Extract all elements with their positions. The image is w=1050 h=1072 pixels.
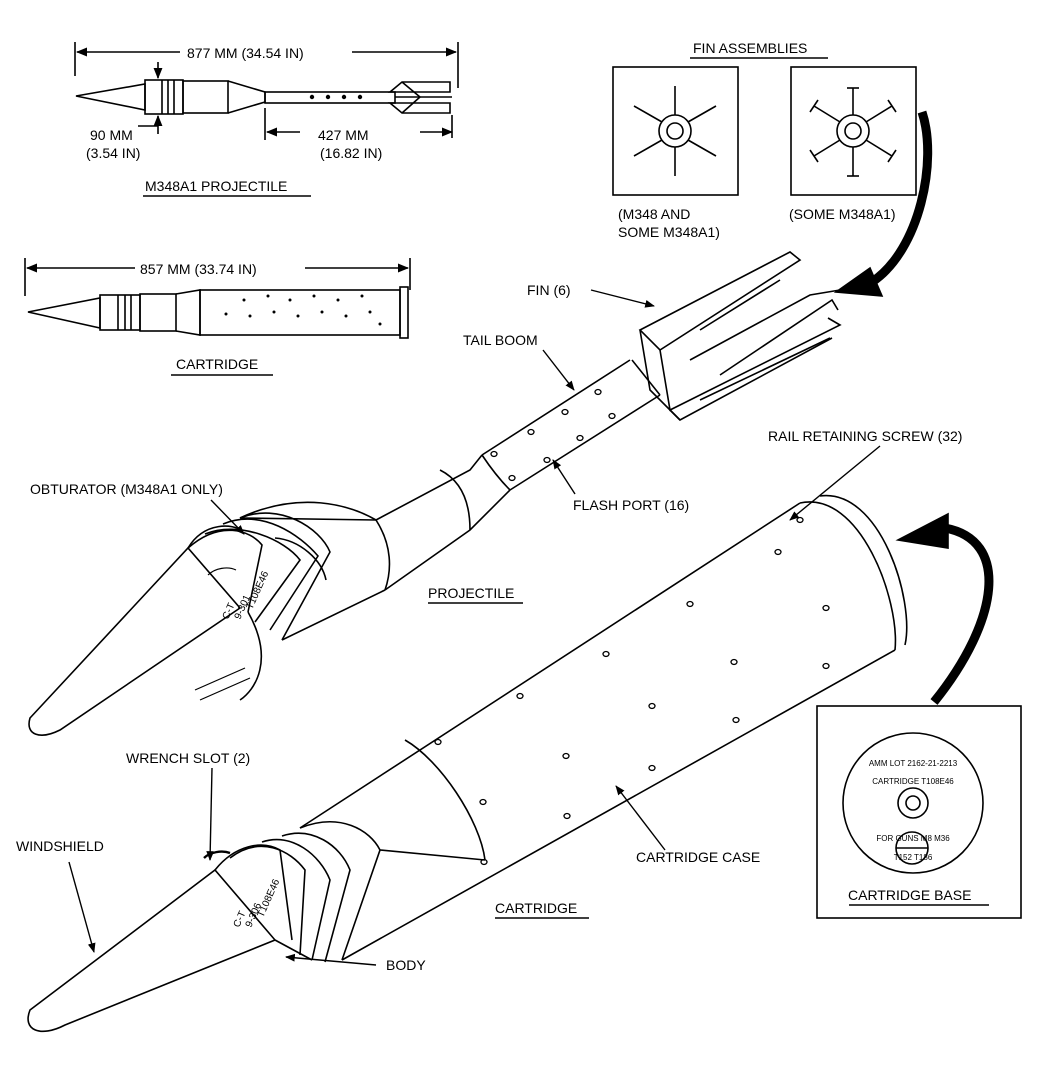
fin-caption-left-1: (M348 AND	[618, 206, 691, 222]
small-projectile-drawing	[74, 42, 459, 197]
projectile-label: PROJECTILE	[428, 585, 515, 601]
cartridge-marking-3: T108E46	[256, 877, 283, 919]
rail-retaining-screw-callout: RAIL RETAINING SCREW (32)	[768, 428, 963, 444]
cartridge-case-callout: CARTRIDGE CASE	[636, 849, 761, 865]
projectile-boom-length-mm: 427 MM	[318, 127, 369, 143]
fin-assembly-plain	[633, 86, 717, 176]
projectile-boom-length-in: (16.82 IN)	[320, 145, 383, 161]
cartridge-label: CARTRIDGE	[495, 900, 578, 916]
cartridge-overall-length: 857 MM (33.74 IN)	[140, 261, 257, 277]
fin-assemblies-title: FIN ASSEMBLIES	[693, 40, 808, 56]
flash-port-callout: FLASH PORT (16)	[573, 497, 690, 513]
cartridge-small-title: CARTRIDGE	[176, 356, 259, 372]
fin-caption-left-2: SOME M348A1)	[618, 224, 720, 240]
small-cartridge-drawing	[24, 258, 411, 376]
obturator-callout: OBTURATOR (M348A1 ONLY)	[30, 481, 223, 497]
base-pointer-arrow	[930, 523, 994, 705]
fin-callout: FIN (6)	[527, 282, 571, 298]
projectile-diameter-mm: 90 MM	[90, 127, 133, 143]
base-stamp-3: FOR GUNS M8 M36	[876, 834, 950, 843]
projectile-drawing	[28, 251, 842, 736]
base-stamp-2: CARTRIDGE T108E46	[872, 777, 954, 786]
fin-assemblies-panel	[612, 57, 917, 196]
cartridge-base-panel	[816, 705, 1022, 919]
cartridge-base-title: CARTRIDGE BASE	[848, 887, 972, 903]
base-stamp-4: T152 T186	[894, 853, 933, 862]
projectile-diameter-in: (3.54 IN)	[86, 145, 141, 161]
base-stamp-1: AMM LOT 2162-21-2213	[869, 759, 958, 768]
tail-boom-callout: TAIL BOOM	[463, 332, 538, 348]
projectile-overall-length: 877 MM (34.54 IN)	[187, 45, 304, 61]
fin-pointer-arrow	[869, 110, 933, 286]
windshield-callout: WINDSHIELD	[16, 838, 104, 854]
body-callout: BODY	[386, 957, 426, 973]
cartridge-drawing	[27, 495, 908, 1033]
callout-leaders	[68, 289, 881, 966]
projectile-title: M348A1 PROJECTILE	[145, 178, 288, 194]
fin-assembly-rail	[809, 87, 897, 177]
wrench-slot-callout: WRENCH SLOT (2)	[126, 750, 251, 766]
fin-caption-right: (SOME M348A1)	[789, 206, 896, 222]
